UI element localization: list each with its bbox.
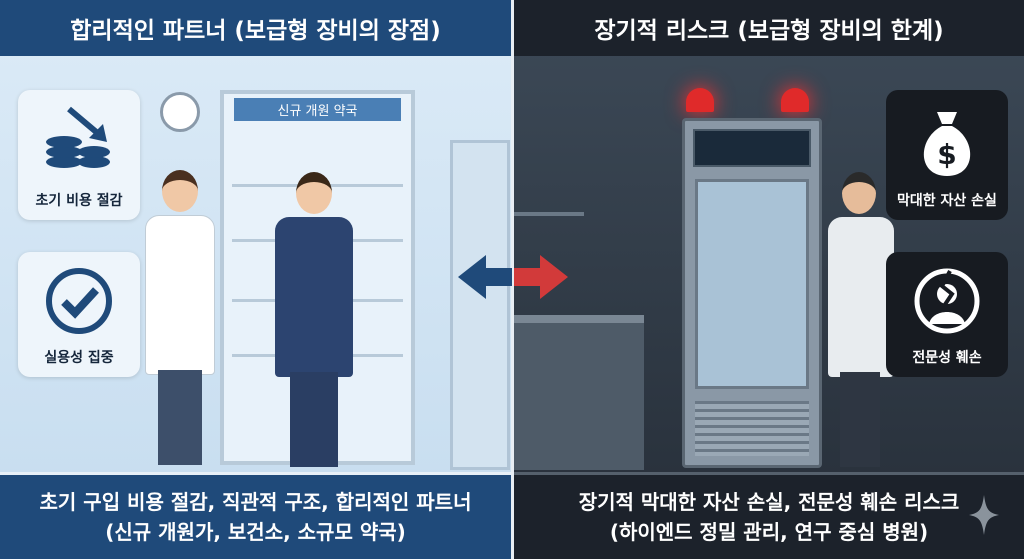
card-expertise-damage: 전문성 훼손 [886, 252, 1008, 377]
left-title: 합리적인 파트너 (보급형 장비의 장점) [0, 0, 511, 56]
doctor-figure [140, 170, 220, 470]
money-bag-icon: $ [923, 112, 971, 176]
card-label: 막대한 자산 손실 [897, 193, 997, 209]
checkmark-circle-icon [46, 268, 112, 334]
left-panel: 합리적인 파트너 (보급형 장비의 장점) 신규 개원 약국 초기 비용 절감 … [0, 0, 511, 559]
footer-line: 장기적 막대한 자산 손실, 전문성 훼손 리스크 [578, 490, 960, 514]
card-label: 초기 비용 절감 [35, 193, 123, 209]
coins-down-arrow-icon [46, 106, 110, 168]
businessman-figure [270, 172, 360, 472]
card-cost-saving: 초기 비용 절감 [18, 90, 140, 220]
broken-person-icon [914, 268, 980, 334]
footer-line: (하이엔드 정밀 관리, 연구 중심 병원) [609, 520, 929, 544]
clock-icon [160, 92, 200, 132]
sparkle-icon [969, 495, 999, 535]
card-asset-loss: $ 막대한 자산 손실 [886, 90, 1008, 220]
lab-counter [514, 315, 644, 470]
divider [511, 0, 514, 559]
footer-line: (신규 개원가, 보건소, 소규모 약국) [105, 520, 406, 544]
right-footer: 장기적 막대한 자산 손실, 전문성 훼손 리스크 (하이엔드 정밀 관리, 연… [514, 472, 1024, 559]
footer-line: 초기 구입 비용 절감, 직관적 구조, 합리적인 파트너 [39, 490, 472, 514]
alarm-light-icon [686, 88, 714, 112]
left-footer: 초기 구입 비용 절감, 직관적 구조, 합리적인 파트너 (신규 개원가, 보… [0, 472, 511, 559]
card-practicality: 실용성 집중 [18, 252, 140, 377]
alarm-light-icon [781, 88, 809, 112]
right-title: 장기적 리스크 (보급형 장비의 한계) [514, 0, 1024, 56]
wall-shelf [514, 212, 584, 216]
lab-refrigerator [682, 118, 822, 468]
svg-text:$: $ [937, 138, 956, 171]
shelf-sign: 신규 개원 약국 [234, 98, 401, 121]
double-arrow-icon [458, 255, 568, 299]
door [450, 140, 510, 470]
right-panel: 장기적 리스크 (보급형 장비의 한계) $ 막대한 자산 손실 전문성 훼손 … [514, 0, 1024, 559]
card-label: 전문성 훼손 [912, 350, 982, 366]
scientist-figure [826, 172, 896, 472]
card-label: 실용성 집중 [44, 350, 114, 366]
